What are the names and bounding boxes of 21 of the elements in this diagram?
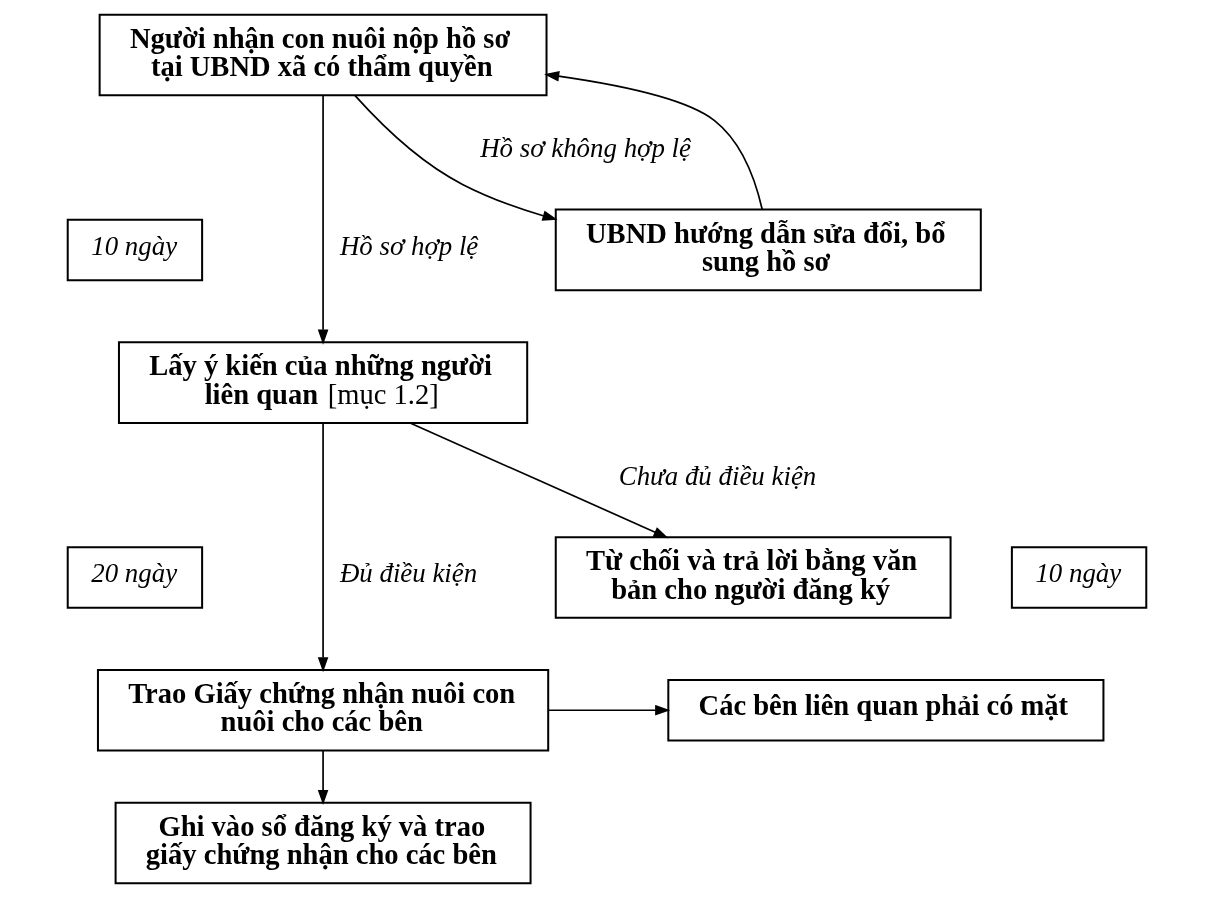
edge-label: Chưa đủ điều kiện bbox=[618, 460, 817, 491]
node-box: Từ chối và trả lời bằng văn bản cho người đăng ký bbox=[554, 536, 952, 619]
edge-label: Đủ điều kiện bbox=[339, 558, 478, 589]
node-box: Ghi vào sổ đăng ký và trao giấy chứng nhận cho các bên bbox=[114, 801, 532, 885]
node-box: 10 ngày bbox=[66, 218, 204, 282]
node-box: 10 ngày bbox=[1010, 546, 1148, 609]
node-box: Lấy ý kiến của những người liên quan [mục 1.2] bbox=[117, 341, 529, 424]
arrow bbox=[547, 704, 671, 716]
node-box: Người nhận con nuôi nộp hồ sơ tại UBND xã có thẩm quyền bbox=[98, 13, 548, 97]
node-box: 20 ngày bbox=[66, 546, 204, 609]
node-box: UBND hướng dẫn sửa đổi, bổ sung hồ sơ bbox=[554, 208, 982, 292]
edge-label: Hồ sơ hợp lệ bbox=[339, 230, 479, 261]
arrow bbox=[409, 422, 669, 539]
node-box: Các bên liên quan phải có mặt bbox=[667, 679, 1105, 742]
node-box: Trao Giấy chứng nhận nuôi con nuôi cho các bên bbox=[96, 668, 550, 752]
arrow bbox=[354, 94, 558, 221]
edge-label: Hồ sơ không hợp lệ bbox=[480, 133, 691, 164]
arrow bbox=[317, 95, 329, 345]
arrow bbox=[317, 749, 329, 806]
arrow bbox=[317, 422, 329, 673]
arrow bbox=[544, 71, 763, 211]
